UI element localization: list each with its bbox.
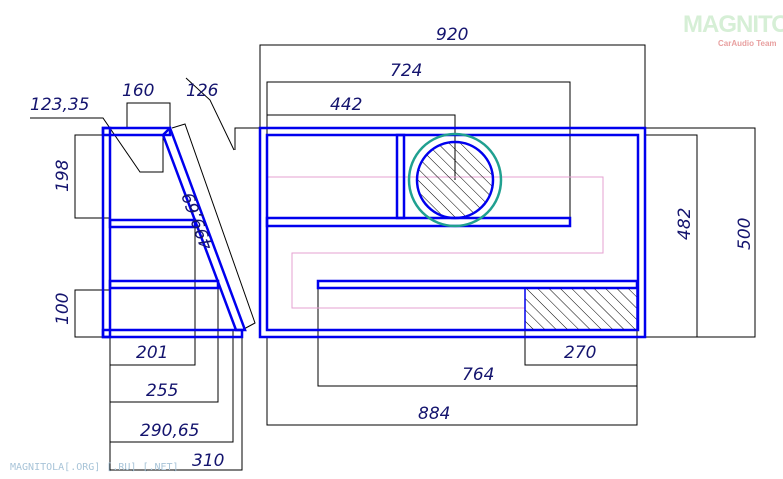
logo-subtitle: CarAudio Team: [718, 39, 777, 48]
dim-201: 201: [136, 343, 168, 363]
watermark: MAGNITOLA[.ORG] [.RU] [.NET]: [10, 462, 179, 473]
dim-123-35: 123,35: [30, 95, 89, 115]
dim-270: 270: [564, 343, 596, 363]
speaker-ring: [407, 132, 503, 228]
dim-724: 724: [390, 61, 422, 81]
speaker-cutout: [415, 140, 495, 220]
dim-482: 482: [675, 208, 695, 240]
dim-310: 310: [192, 451, 224, 471]
dim-764: 764: [462, 365, 494, 385]
port-path: [267, 176, 604, 309]
logo: MAGNITOLA: [683, 11, 783, 38]
dim-290-65: 290,65: [140, 421, 199, 441]
dim-198: 198: [53, 159, 73, 192]
side-view-dimensions: [30, 77, 260, 471]
side-view-panels: [101, 125, 247, 339]
dim-884: 884: [418, 404, 450, 424]
dim-500: 500: [735, 218, 755, 250]
dim-442: 442: [330, 95, 362, 115]
hatched-block: [524, 287, 638, 331]
dim-255: 255: [146, 381, 178, 401]
dim-126: 126: [186, 81, 219, 101]
dim-100: 100: [53, 293, 73, 325]
dim-920: 920: [436, 25, 468, 45]
dim-160: 160: [122, 81, 154, 101]
